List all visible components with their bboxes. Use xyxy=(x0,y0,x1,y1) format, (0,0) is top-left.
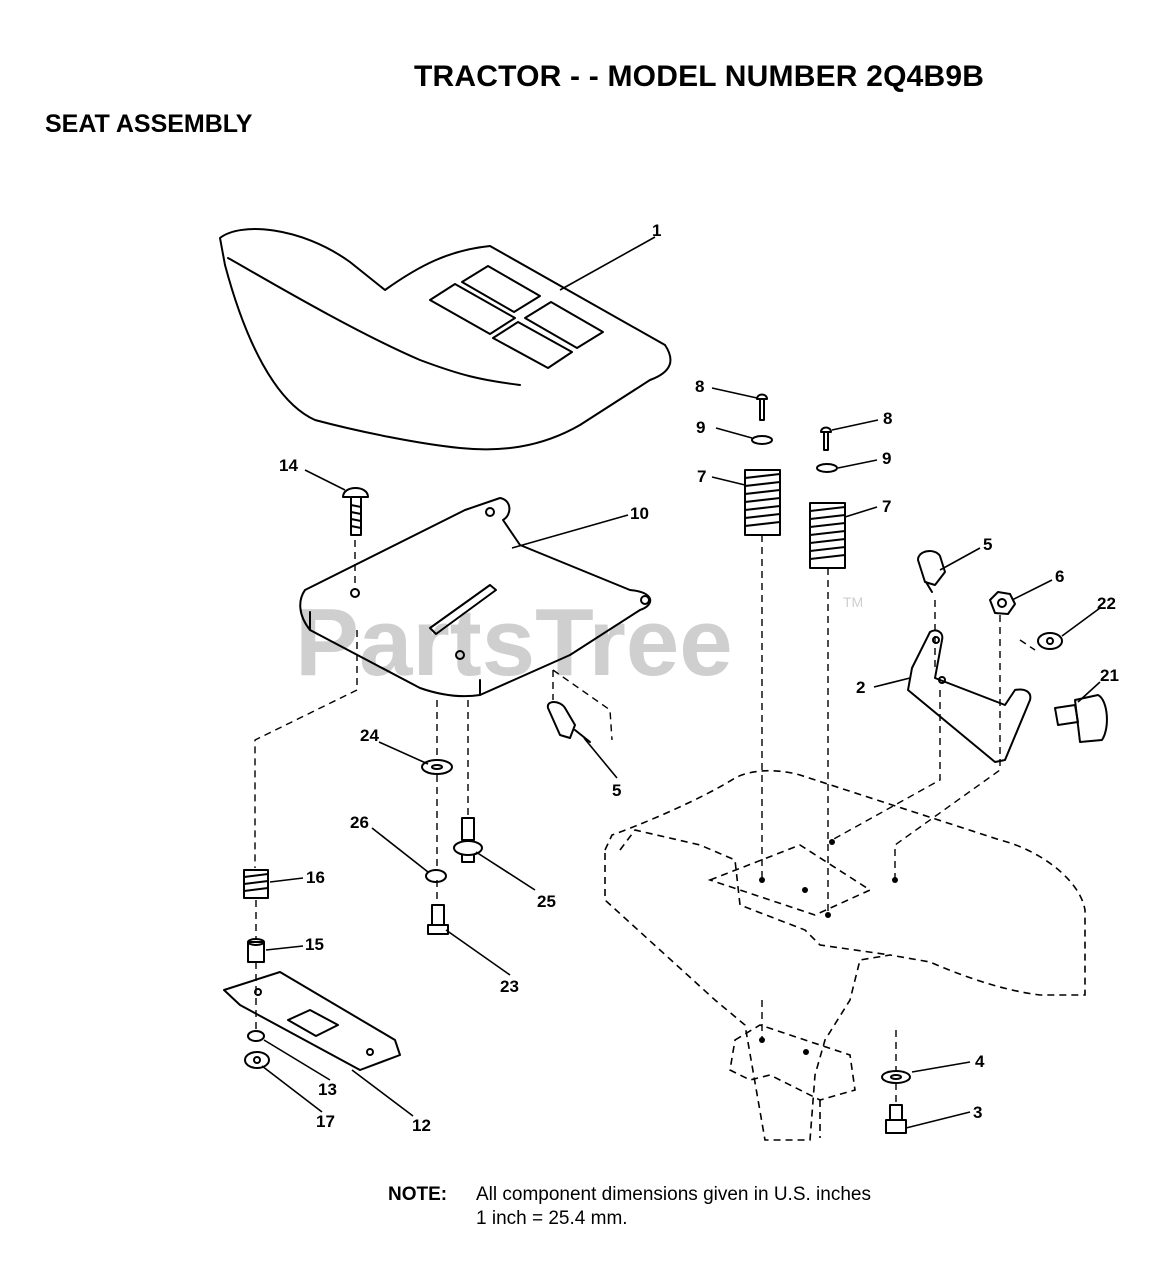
shoulder-bolt-part xyxy=(1054,694,1108,743)
svg-text:PartsTree: PartsTree xyxy=(295,589,733,696)
washer-part-4 xyxy=(881,1070,911,1084)
callout-21: 21 xyxy=(1100,666,1119,685)
callout-26: 26 xyxy=(350,813,369,832)
callout-8-right: 8 xyxy=(883,409,892,428)
section-title: SEAT ASSEMBLY xyxy=(45,110,253,138)
callout-9-right: 9 xyxy=(882,449,891,468)
flange-bolt-part xyxy=(453,817,483,863)
callout-7-left: 7 xyxy=(697,467,706,486)
clip-part-left xyxy=(546,701,591,743)
leader-lines xyxy=(261,236,1101,1129)
callout-9-left: 9 xyxy=(696,418,705,437)
bushing-part xyxy=(247,1030,265,1042)
watermark: PartsTree TM xyxy=(295,589,863,696)
callout-23: 23 xyxy=(500,977,519,996)
callout-7-right: 7 xyxy=(882,497,891,516)
callout-12: 12 xyxy=(412,1116,431,1135)
slide-plate-part xyxy=(223,971,401,1071)
callout-25: 25 xyxy=(537,892,556,911)
frame-holes xyxy=(759,839,898,1055)
alignment-lines xyxy=(254,535,1036,1103)
dimension-note: NOTE: All component dimensions given in U… xyxy=(388,1183,871,1231)
callout-17: 17 xyxy=(316,1112,335,1131)
nut-part-17 xyxy=(244,1051,270,1069)
callout-1: 1 xyxy=(652,221,661,240)
tractor-frame-outline xyxy=(604,769,1086,1141)
note-line-2: 1 inch = 25.4 mm. xyxy=(476,1208,628,1229)
callout-labels: 1 10 14 8 9 7 8 9 7 5 6 22 2 21 5 24 26 … xyxy=(279,221,1119,1135)
callout-22: 22 xyxy=(1097,594,1116,613)
bolt-part-23 xyxy=(427,904,449,935)
nut-part xyxy=(989,591,1016,615)
callout-4: 4 xyxy=(975,1052,985,1071)
callout-5-right: 5 xyxy=(983,535,992,554)
seat-part xyxy=(219,228,672,451)
callout-5-left: 5 xyxy=(612,781,621,800)
callout-24: 24 xyxy=(360,726,379,745)
bracket-part xyxy=(907,629,1032,763)
callout-6: 6 xyxy=(1055,567,1064,586)
spring-stack-left xyxy=(744,393,781,536)
callout-2: 2 xyxy=(856,678,865,697)
bolt-part-3 xyxy=(885,1104,907,1134)
carriage-bolt-part xyxy=(342,487,369,536)
callout-16: 16 xyxy=(306,868,325,887)
spring-part xyxy=(243,869,269,899)
spring-stack-right xyxy=(809,426,846,569)
page-title: TRACTOR - - MODEL NUMBER 2Q4B9B xyxy=(414,60,985,93)
note-label: NOTE: xyxy=(388,1184,448,1205)
lock-washer-part xyxy=(425,869,447,883)
callout-15: 15 xyxy=(305,935,324,954)
washer-part-22 xyxy=(1037,632,1063,650)
note-line-1: All component dimensions given in U.S. i… xyxy=(476,1184,871,1205)
clip-part-right xyxy=(917,550,946,593)
callout-3: 3 xyxy=(973,1103,982,1122)
washer-part-24 xyxy=(421,759,453,775)
callout-10: 10 xyxy=(630,504,649,523)
callout-8-left: 8 xyxy=(695,377,704,396)
spacer-part xyxy=(247,938,265,963)
callout-13: 13 xyxy=(318,1080,337,1099)
svg-text:TM: TM xyxy=(843,594,863,610)
callout-14: 14 xyxy=(279,456,298,475)
